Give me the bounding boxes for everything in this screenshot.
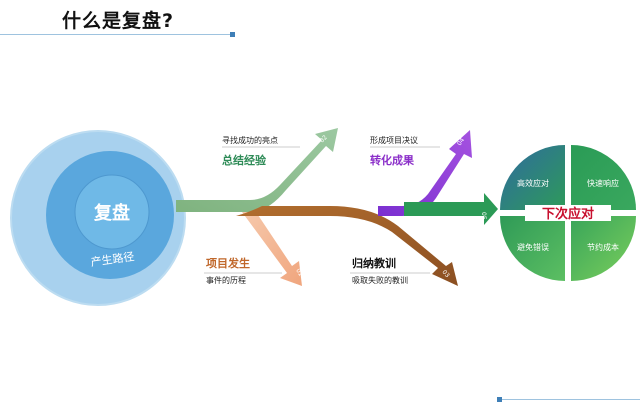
quadrant-bottom-right [571, 216, 636, 281]
branch-desc-03: 吸取失败的教训 [352, 275, 408, 285]
result-label: 下次应对 [542, 206, 594, 222]
branch-arrow-04 [378, 130, 472, 216]
branch-arrow-03 [236, 206, 458, 286]
arrow-number-05: 05 [480, 212, 487, 220]
quadrant-top-left [500, 145, 565, 210]
arrow-number-04: 04 [456, 137, 466, 147]
arrow-number-02: 02 [318, 134, 328, 144]
quadrant-label-2: 快速响应 [587, 178, 619, 188]
center-label: 复盘 [93, 202, 130, 224]
center-sub-label: 产生路径 [90, 249, 136, 269]
title-divider-marker [230, 32, 235, 37]
branch-title-04: 转化成果 [370, 153, 414, 167]
branch-desc-02: 寻找成功的亮点 [222, 135, 278, 145]
quadrant-label-3: 避免错误 [517, 242, 549, 252]
quadrant-label-1: 高效应对 [517, 178, 549, 188]
quadrant-top-right [571, 145, 636, 210]
branch-arrow-01 [242, 212, 302, 286]
branch-desc-01: 事件的历程 [206, 275, 246, 285]
branch-title-01: 项目发生 [206, 256, 250, 270]
arrow-number-03: 03 [440, 269, 450, 279]
branch-desc-04: 形成项目决议 [370, 135, 418, 145]
page-title: 什么是复盘? [62, 10, 175, 32]
quadrant-bottom-left [500, 216, 565, 281]
footer-divider-marker [497, 397, 502, 402]
quadrant-label-4: 节约成本 [587, 242, 619, 252]
result-label-band [525, 205, 611, 221]
arrow-number-01: 01 [294, 268, 304, 278]
branch-title-03: 归纳教训 [352, 256, 396, 270]
branch-arrow-05 [404, 193, 498, 225]
branch-arrow-02 [176, 128, 338, 212]
inner-core [74, 174, 150, 250]
branch-title-02: 总结经验 [222, 153, 267, 167]
footer-divider [500, 399, 640, 400]
title-divider [0, 34, 232, 35]
result-circle [500, 145, 636, 281]
